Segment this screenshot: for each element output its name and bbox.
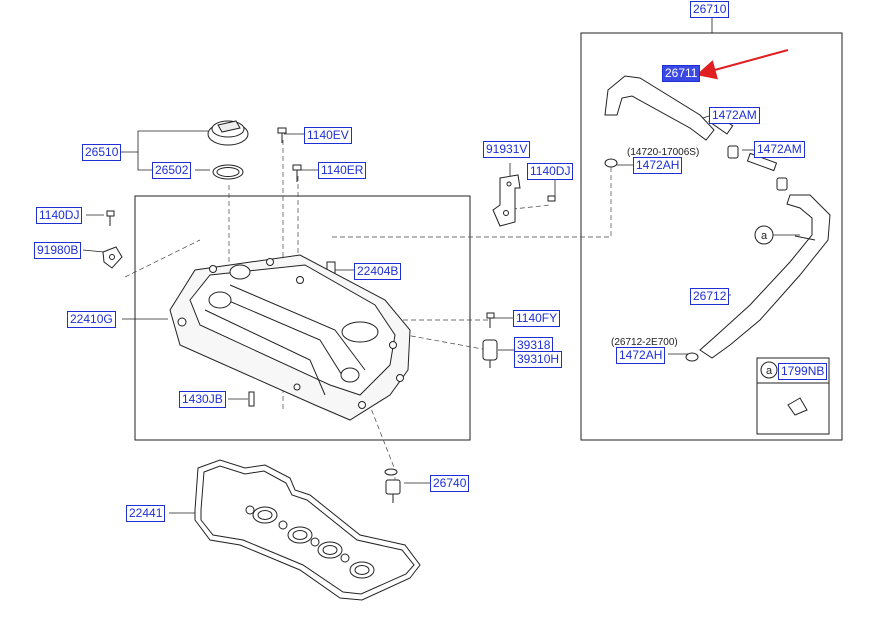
callout-1140dj-right[interactable]: 1140DJ [527, 163, 574, 180]
callout-26710[interactable]: 26710 [690, 1, 730, 18]
callout-22410g[interactable]: 22410G [67, 311, 116, 328]
pcv-valve-drawing [384, 468, 401, 503]
marker-a-hose: a [761, 230, 768, 242]
rocker-cover-group-frame [134, 195, 471, 441]
callout-26740[interactable]: 26740 [430, 475, 470, 492]
breather-hose-lower-drawing [699, 194, 831, 359]
callout-26502[interactable]: 26502 [152, 162, 192, 179]
cover-gasket-drawing [194, 459, 421, 601]
callout-1140er[interactable]: 1140ER [318, 162, 367, 179]
inset-box [756, 357, 830, 435]
clamp-drawings [685, 145, 808, 416]
oil-filler-cap-drawing [207, 120, 249, 180]
callout-1472am-upper[interactable]: 1472AM [709, 107, 760, 124]
callout-22404b[interactable]: 22404B [354, 263, 402, 280]
callout-26711[interactable]: 26711 [662, 65, 701, 82]
note-14720: (14720-17006S) [627, 147, 700, 158]
marker-a-inset: a [766, 365, 773, 377]
pointer-arrow [696, 49, 789, 80]
bracket-91931v-drawing [492, 174, 521, 227]
bracket-91980b-drawing [102, 246, 123, 269]
callout-1430jb[interactable]: 1430JB [179, 391, 226, 408]
callout-91980b[interactable]: 91980B [34, 242, 82, 259]
callout-26712[interactable]: 26712 [690, 288, 730, 305]
rocker-cover-drawing [169, 254, 411, 421]
callout-26510[interactable]: 26510 [82, 144, 122, 161]
callout-39310h[interactable]: 39310H [514, 351, 563, 368]
callout-1799nb[interactable]: 1799NB [778, 363, 828, 380]
callout-22441[interactable]: 22441 [126, 505, 166, 522]
note-26712: (26712-2E700) [611, 337, 678, 348]
sensor-39318-drawing [482, 339, 498, 368]
callout-1472ah-lower[interactable]: 1472AH [616, 347, 666, 364]
callout-1472am-lower[interactable]: 1472AM [754, 141, 805, 158]
callout-1140ev[interactable]: 1140EV [304, 127, 352, 144]
callout-1472ah-upper[interactable]: 1472AH [633, 157, 683, 174]
callout-1140fy[interactable]: 1140FY [513, 310, 561, 327]
breather-hose-group-frame [580, 32, 843, 441]
callout-91931v[interactable]: 91931V [483, 141, 531, 158]
callout-1140dj-left[interactable]: 1140DJ [36, 207, 83, 224]
